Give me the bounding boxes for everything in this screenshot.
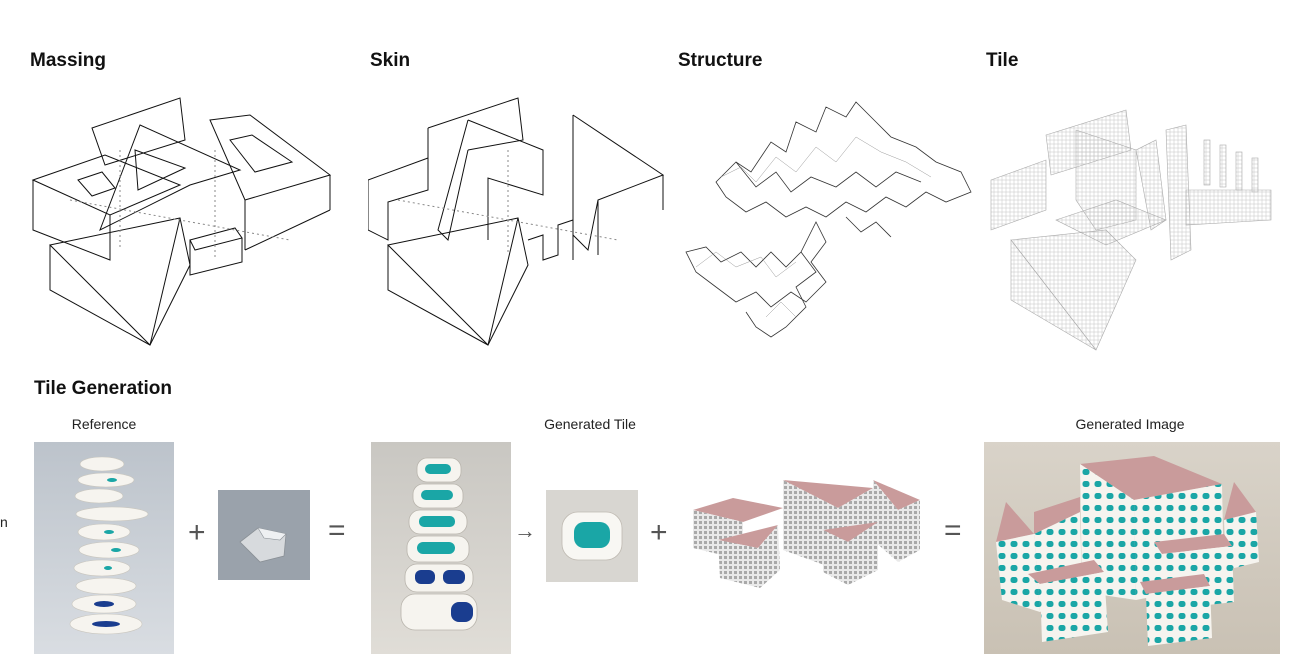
- generated-image: [984, 442, 1280, 654]
- massing-heading: Massing: [30, 50, 107, 71]
- reference-caption: Reference: [71, 416, 137, 432]
- tiled-massing-render: [688, 470, 928, 592]
- reference-image: [34, 442, 174, 654]
- skin-heading: Skin: [370, 50, 411, 71]
- arrow-operator: →: [514, 518, 536, 543]
- tile-heading: Tile: [986, 50, 1019, 71]
- generated-tile-image: [546, 490, 638, 582]
- equals-operator-1: =: [328, 514, 346, 547]
- plus-operator-2: +: [650, 516, 668, 549]
- massing-drawing: [31, 97, 332, 346]
- equals-operator-2: =: [944, 514, 962, 547]
- tile-generation-heading: Tile Generation: [34, 378, 172, 399]
- generated-tile-stack-image: [371, 442, 511, 654]
- structure-heading: Structure: [678, 50, 763, 71]
- plus-operator-1: +: [188, 516, 206, 549]
- side-letter: n: [0, 514, 8, 530]
- structure-drawing: [685, 101, 972, 338]
- generated-tile-caption: Generated Tile: [544, 416, 636, 432]
- tile-reference-image: [218, 490, 310, 580]
- generated-image-caption: Generated Image: [1075, 416, 1185, 432]
- skin-drawing: [368, 97, 665, 346]
- tile-drawing: [990, 109, 1272, 351]
